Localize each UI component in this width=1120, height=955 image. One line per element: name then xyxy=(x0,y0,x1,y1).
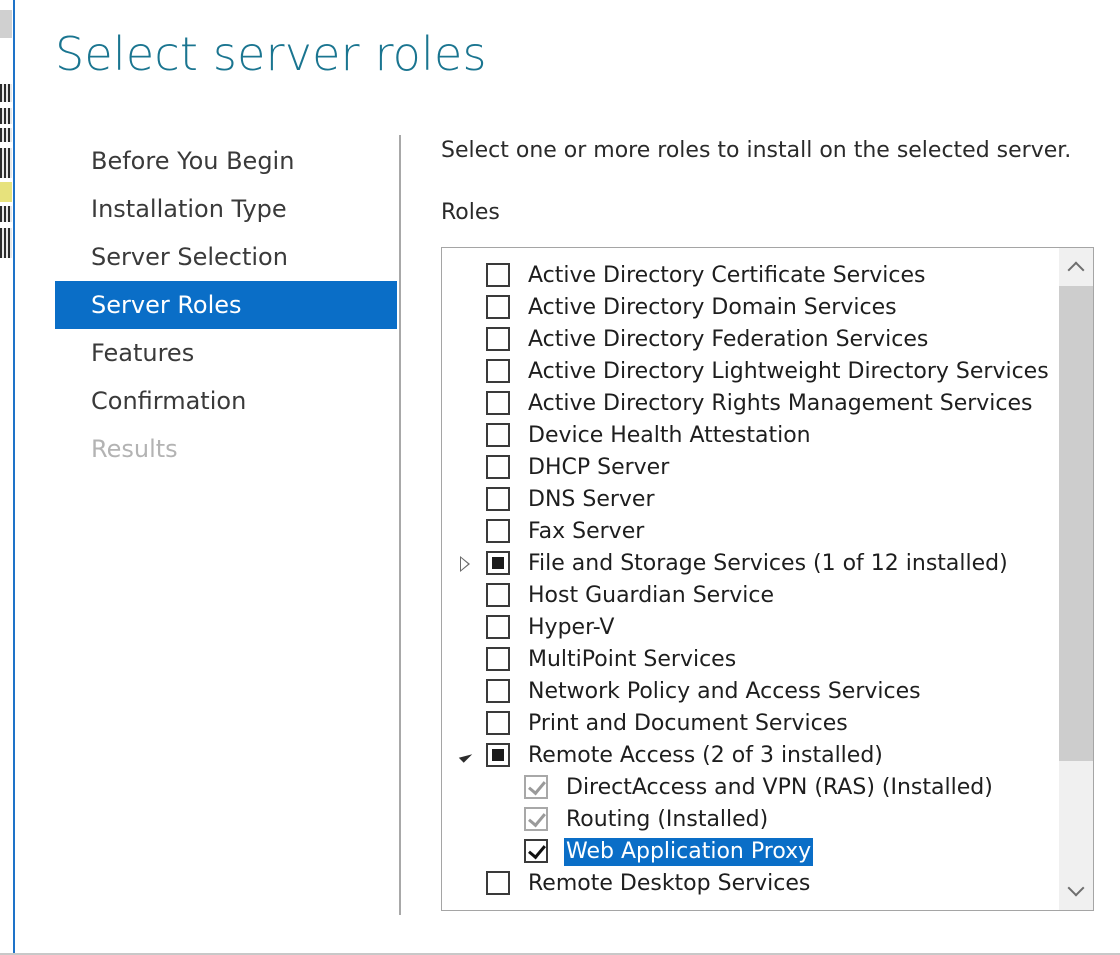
instruction-text: Select one or more roles to install on t… xyxy=(441,138,1072,163)
nav-item-confirmation[interactable]: Confirmation xyxy=(91,387,247,415)
nav-item-server-roles[interactable]: Server Roles xyxy=(55,281,397,329)
role-checkbox[interactable] xyxy=(486,295,510,319)
role-row[interactable]: Host Guardian Service xyxy=(442,580,1060,612)
role-checkbox[interactable] xyxy=(486,487,510,511)
role-checkbox[interactable] xyxy=(486,519,510,543)
scroll-thumb[interactable] xyxy=(1059,286,1093,761)
scroll-up-button[interactable] xyxy=(1059,248,1093,286)
role-checkbox[interactable] xyxy=(486,615,510,639)
role-row[interactable]: Device Health Attestation xyxy=(442,420,1060,452)
role-checkbox[interactable] xyxy=(486,551,510,575)
role-checkbox[interactable] xyxy=(486,423,510,447)
chevron-up-icon xyxy=(1067,261,1085,279)
role-checkbox xyxy=(524,807,548,831)
role-row[interactable]: Active Directory Federation Services xyxy=(442,324,1060,356)
collapse-arrow-icon[interactable] xyxy=(456,740,474,772)
role-checkbox[interactable] xyxy=(486,647,510,671)
role-row[interactable]: Remote Access (2 of 3 installed) xyxy=(442,740,1060,772)
role-row[interactable]: DNS Server xyxy=(442,484,1060,516)
role-row[interactable]: Fax Server xyxy=(442,516,1060,548)
expand-arrow-icon[interactable] xyxy=(456,548,474,580)
role-label[interactable]: Network Policy and Access Services xyxy=(528,679,921,704)
role-label[interactable]: Routing (Installed) xyxy=(566,807,769,832)
role-label[interactable]: Host Guardian Service xyxy=(528,583,775,608)
role-row[interactable]: MultiPoint Services xyxy=(442,644,1060,676)
role-label[interactable]: Print and Document Services xyxy=(528,711,848,736)
chevron-down-icon xyxy=(1067,879,1085,897)
role-row[interactable]: DirectAccess and VPN (RAS) (Installed) xyxy=(442,772,1060,804)
role-row[interactable]: File and Storage Services (1 of 12 insta… xyxy=(442,548,1060,580)
role-label[interactable]: Active Directory Domain Services xyxy=(528,295,897,320)
role-label[interactable]: Active Directory Certificate Services xyxy=(528,263,926,288)
window-bottom-border xyxy=(0,953,1120,955)
role-row[interactable]: Active Directory Domain Services xyxy=(442,292,1060,324)
role-row[interactable]: Routing (Installed) xyxy=(442,804,1060,836)
role-label[interactable]: Web Application Proxy xyxy=(564,838,814,866)
role-row[interactable]: Print and Document Services xyxy=(442,708,1060,740)
background-window-edge xyxy=(0,0,15,955)
role-label[interactable]: Hyper-V xyxy=(528,615,615,640)
role-checkbox[interactable] xyxy=(486,263,510,287)
nav-item-results: Results xyxy=(91,435,178,463)
checkmark-icon xyxy=(528,776,546,796)
role-row[interactable]: Web Application Proxy xyxy=(442,836,1060,868)
checkmark-icon xyxy=(528,840,546,860)
role-label[interactable]: MultiPoint Services xyxy=(528,647,737,672)
checkmark-icon xyxy=(528,808,546,828)
nav-item-before-you-begin[interactable]: Before You Begin xyxy=(91,147,295,175)
role-label[interactable]: DirectAccess and VPN (RAS) (Installed) xyxy=(566,775,993,800)
scroll-down-button[interactable] xyxy=(1059,872,1093,910)
role-row[interactable]: Network Policy and Access Services xyxy=(442,676,1060,708)
role-label[interactable]: DNS Server xyxy=(528,487,655,512)
nav-item-server-selection[interactable]: Server Selection xyxy=(91,243,288,271)
role-row[interactable]: Remote Desktop Services xyxy=(442,868,1060,900)
role-checkbox[interactable] xyxy=(486,327,510,351)
role-label[interactable]: Remote Desktop Services xyxy=(528,871,811,896)
role-checkbox[interactable] xyxy=(524,839,548,863)
role-row[interactable]: Active Directory Rights Management Servi… xyxy=(442,388,1060,420)
role-row[interactable]: Active Directory Certificate Services xyxy=(442,260,1060,292)
nav-item-features[interactable]: Features xyxy=(91,339,195,367)
role-label[interactable]: DHCP Server xyxy=(528,455,670,480)
role-label[interactable]: Device Health Attestation xyxy=(528,423,811,448)
triangle-right-icon xyxy=(460,556,470,572)
role-row[interactable]: Hyper-V xyxy=(442,612,1060,644)
page-title: Select server roles xyxy=(55,27,487,81)
roles-heading: Roles xyxy=(441,200,500,225)
role-label[interactable]: File and Storage Services (1 of 12 insta… xyxy=(528,551,1008,576)
role-checkbox[interactable] xyxy=(486,583,510,607)
nav-divider xyxy=(399,135,401,915)
role-checkbox[interactable] xyxy=(486,711,510,735)
role-checkbox[interactable] xyxy=(486,679,510,703)
role-checkbox[interactable] xyxy=(486,391,510,415)
role-label[interactable]: Active Directory Rights Management Servi… xyxy=(528,391,1033,416)
role-label[interactable]: Fax Server xyxy=(528,519,645,544)
role-checkbox[interactable] xyxy=(486,359,510,383)
role-checkbox[interactable] xyxy=(486,743,510,767)
nav-item-installation-type[interactable]: Installation Type xyxy=(91,195,287,223)
vertical-scrollbar[interactable] xyxy=(1059,248,1093,910)
role-checkbox xyxy=(524,775,548,799)
role-row[interactable]: Active Directory Lightweight Directory S… xyxy=(442,356,1060,388)
triangle-down-icon xyxy=(458,749,472,763)
role-label[interactable]: Active Directory Lightweight Directory S… xyxy=(528,359,1049,384)
role-label[interactable]: Active Directory Federation Services xyxy=(528,327,929,352)
role-row[interactable]: DHCP Server xyxy=(442,452,1060,484)
role-checkbox[interactable] xyxy=(486,455,510,479)
role-label[interactable]: Remote Access (2 of 3 installed) xyxy=(528,743,883,768)
role-checkbox[interactable] xyxy=(486,871,510,895)
